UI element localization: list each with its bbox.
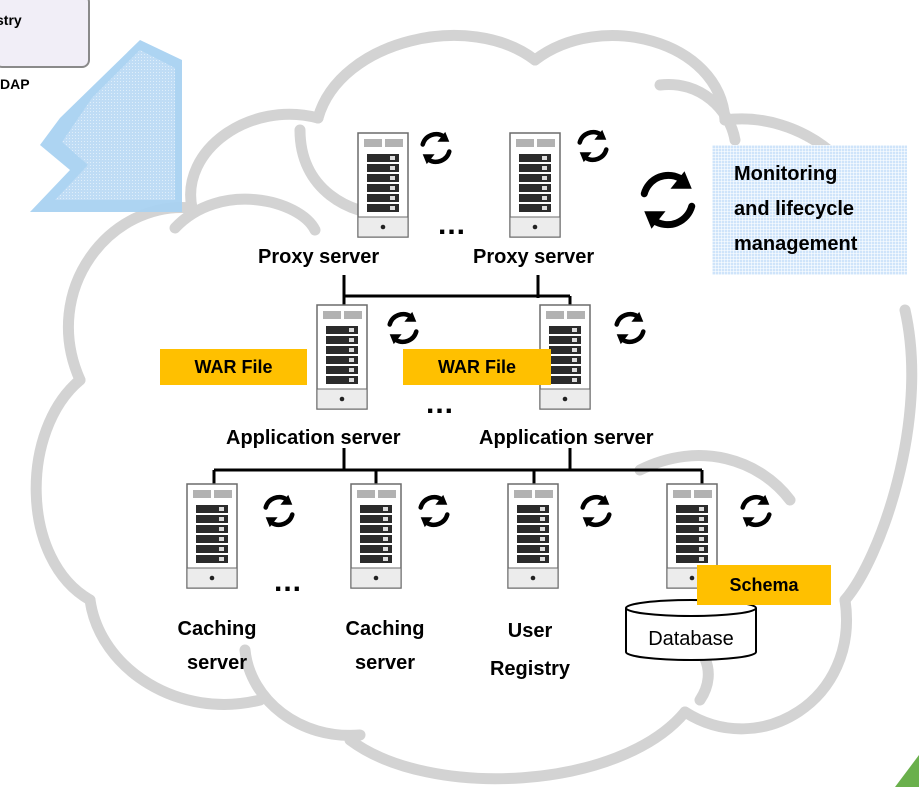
refresh-icon-app-1 — [387, 311, 419, 345]
application-server-icon-2 — [539, 304, 591, 410]
database-label: Database — [648, 628, 734, 650]
refresh-icon-app-2 — [614, 311, 646, 345]
database-server-icon — [666, 483, 718, 589]
cloud-outline — [30, 29, 918, 785]
proxy-ellipsis: ... — [438, 208, 467, 241]
refresh-icon-database — [740, 494, 772, 528]
connector-lines — [212, 275, 704, 484]
refresh-icon-proxy-1 — [420, 131, 452, 165]
application-server-icon-1 — [316, 304, 368, 410]
refresh-icon-monitoring — [640, 171, 696, 229]
caching-server-label-1: Caching server — [177, 618, 257, 674]
caching-ellipsis: ... — [274, 565, 303, 598]
registry-panel: stry — [0, 0, 90, 68]
proxy-server-icon-1 — [357, 132, 409, 238]
refresh-icon-proxy-2 — [577, 129, 609, 163]
ldap-label: DAP — [0, 76, 30, 92]
user-registry-label: User Registry — [489, 620, 571, 680]
application-server-label-1: Application server — [226, 427, 401, 449]
user-registry-server-icon — [507, 483, 559, 589]
application-ellipsis: ... — [426, 387, 455, 420]
war-file-tag-1: WAR File — [160, 349, 307, 385]
registry-panel-label: stry — [0, 12, 22, 28]
refresh-icon-user-registry — [580, 494, 612, 528]
monitoring-text: Monitoring and lifecycle management — [734, 163, 858, 255]
corner-triangle — [895, 755, 919, 787]
proxy-server-label-2: Proxy server — [473, 246, 595, 268]
caching-server-icon-2 — [350, 483, 402, 589]
refresh-icon-caching-1 — [263, 494, 295, 528]
schema-tag: Schema — [697, 565, 831, 605]
incoming-arrow — [30, 40, 182, 212]
refresh-icon-caching-2 — [418, 494, 450, 528]
caching-server-label-2: Caching server — [345, 618, 425, 674]
application-server-label-2: Application server — [479, 427, 654, 449]
caching-server-icon-1 — [186, 483, 238, 589]
war-file-tag-2: WAR File — [403, 349, 551, 385]
monitoring-box: Monitoring and lifecycle management — [712, 145, 907, 275]
proxy-server-icon-2 — [509, 132, 561, 238]
proxy-server-label-1: Proxy server — [258, 246, 380, 268]
